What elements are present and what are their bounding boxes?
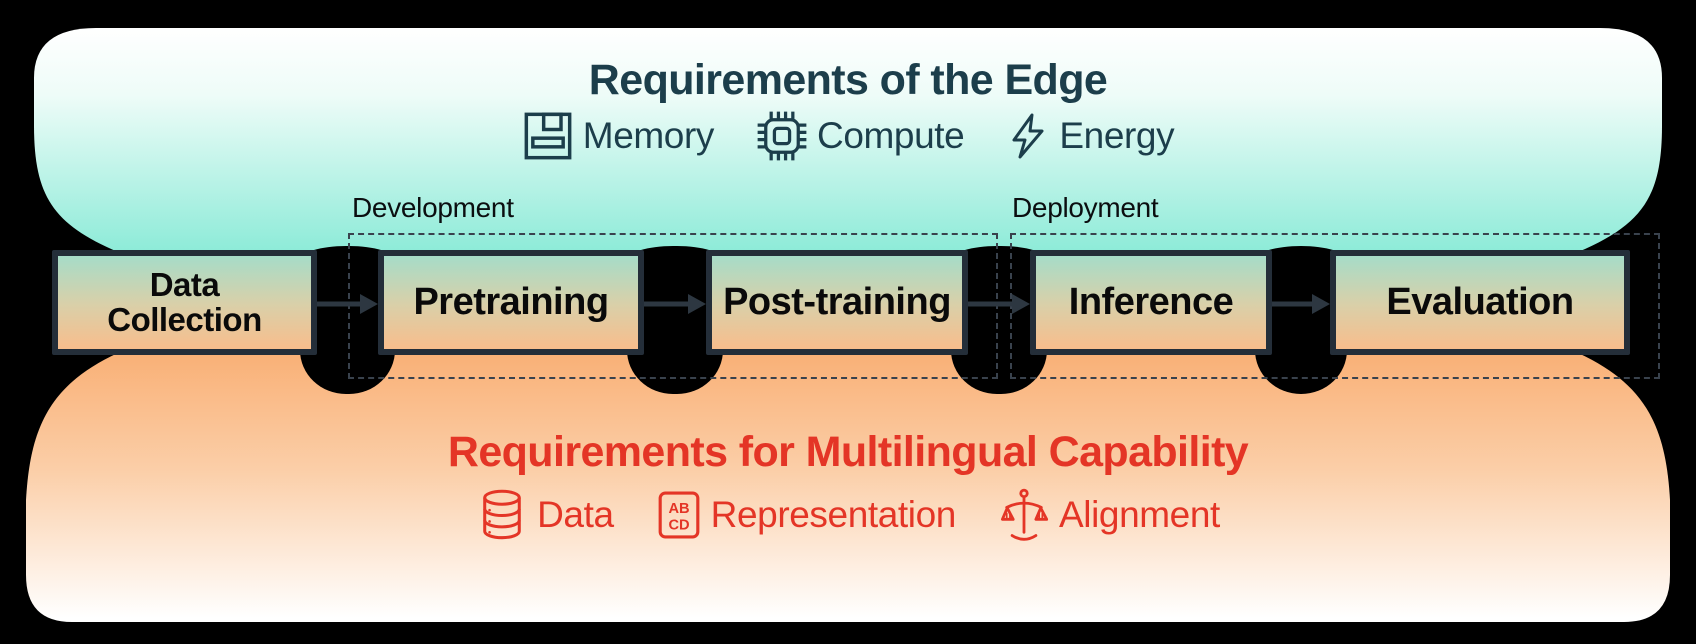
- representation-icon: AB CD: [656, 489, 702, 541]
- alignment-item: Alignment: [998, 488, 1220, 542]
- edge-requirements-items: Memory Compute Energy: [0, 110, 1696, 162]
- representation-label: Representation: [710, 494, 957, 535]
- representation-item: AB CD Representation: [656, 489, 956, 541]
- development-label: Development: [352, 192, 514, 223]
- deployment-label: Deployment: [1012, 192, 1159, 223]
- scale-icon: [998, 488, 1050, 542]
- edge-blob: [34, 28, 1662, 252]
- stage-post-training: Post-training: [706, 250, 968, 355]
- data-item: Data: [476, 488, 614, 542]
- stage-evaluation: Evaluation: [1330, 250, 1630, 355]
- multilingual-requirements-title: Requirements for Multilingual Capability: [447, 428, 1249, 476]
- memory-label: Memory: [582, 115, 715, 156]
- compute-label: Compute: [817, 115, 965, 156]
- multilingual-blob: [26, 353, 1670, 622]
- compute-item: Compute: [756, 110, 965, 162]
- database-icon: [476, 488, 528, 542]
- energy-item: Energy: [1006, 110, 1175, 162]
- data-label: Data: [537, 494, 614, 535]
- alignment-label: Alignment: [1058, 494, 1220, 535]
- bolt-icon: [1006, 110, 1050, 162]
- svg-text:AB: AB: [668, 501, 689, 517]
- edge-requirements-title: Requirements of the Edge: [588, 56, 1108, 104]
- stage-inference: Inference: [1030, 250, 1272, 355]
- stage-data-collection: Data Collection: [52, 250, 317, 355]
- energy-label: Energy: [1059, 115, 1175, 156]
- chip-icon: [756, 110, 808, 162]
- svg-text:CD: CD: [668, 518, 689, 534]
- memory-item: Memory: [522, 110, 714, 162]
- stage-pretraining: Pretraining: [378, 250, 644, 355]
- multilingual-requirements-items: Data AB CD Representation: [0, 488, 1696, 542]
- memory-icon: [522, 110, 574, 162]
